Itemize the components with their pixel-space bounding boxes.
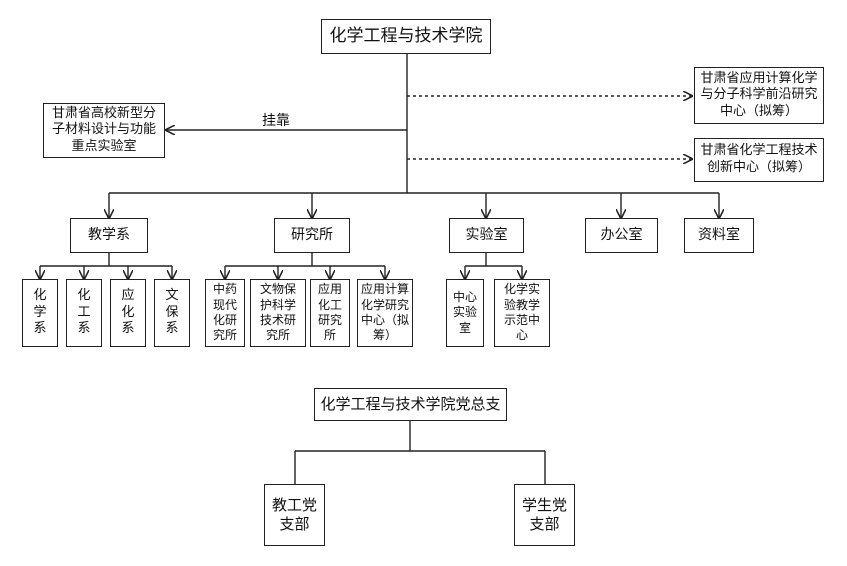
teaching-child-label: 化 工 系: [77, 288, 91, 337]
lab-child-box: 化学实 验教学 示范中 心: [494, 279, 550, 347]
research-dept-box: 研究所: [274, 218, 350, 253]
archive-box: 资料室: [684, 218, 754, 253]
research-child-box: 应用计算 化学研究 中心（拟 筹）: [357, 279, 413, 347]
root-box: 化学工程与技术学院: [321, 19, 491, 54]
teaching-child-box: 化 学 系: [22, 279, 58, 347]
research-dept-label: 研究所: [291, 226, 333, 243]
party-root-label: 化学工程与技术学院党总支: [320, 394, 501, 413]
center-box-1: 甘肃省应用计算化学 与分子科学前沿研究 中心（拟筹）: [694, 67, 824, 124]
lab-dept-label: 实验室: [465, 226, 508, 243]
party-branch-box: 学生党 支部: [514, 484, 575, 546]
attached-label: 挂靠: [262, 113, 290, 129]
teaching-child-box: 化 工 系: [66, 279, 102, 347]
lab-child-label: 化学实 验教学 示范中 心: [503, 282, 540, 343]
lab-dept-box: 实验室: [449, 218, 524, 253]
party-branch-label: 教工党 支部: [271, 495, 317, 533]
research-child-label: 中药 现代 化研 究所: [212, 282, 237, 343]
center-label-2: 甘肃省化学工程技术 创新中心（拟筹）: [700, 143, 818, 175]
lab-child-label: 中心 实验 室: [452, 289, 477, 335]
research-child-box: 中药 现代 化研 究所: [205, 279, 245, 347]
center-box-2: 甘肃省化学工程技术 创新中心（拟筹）: [694, 138, 824, 182]
teaching-child-box: 文 保 系: [154, 279, 190, 347]
research-child-label: 应用计算 化学研究 中心（拟 筹）: [360, 282, 409, 343]
party-root-box: 化学工程与技术学院党总支: [314, 388, 507, 421]
archive-label: 资料室: [698, 226, 740, 243]
party-branch-label: 学生党 支部: [521, 495, 567, 533]
teaching-dept-box: 教学系: [70, 218, 148, 253]
research-child-label: 文物保 护科学 技术研 究所: [259, 282, 296, 343]
teaching-child-box: 应 化 系: [110, 279, 146, 347]
center-label-1: 甘肃省应用计算化学 与分子科学前沿研究 中心（拟筹）: [700, 70, 818, 119]
office-label: 办公室: [600, 226, 643, 243]
lab-child-box: 中心 实验 室: [446, 279, 484, 347]
research-child-label: 应用 化工 研究 所: [317, 282, 342, 343]
teaching-child-label: 文 保 系: [165, 288, 179, 337]
attached-lab-box: 甘肃省高校新型分 子材料设计与功能 重点实验室: [43, 103, 165, 158]
root-label: 化学工程与技术学院: [329, 25, 483, 46]
research-child-box: 文物保 护科学 技术研 究所: [250, 279, 306, 347]
teaching-child-label: 化 学 系: [33, 288, 47, 337]
attached-lab-label: 甘肃省高校新型分 子材料设计与功能 重点实验室: [51, 105, 156, 154]
research-child-box: 应用 化工 研究 所: [310, 279, 350, 347]
teaching-child-label: 应 化 系: [121, 288, 135, 337]
party-branch-box: 教工党 支部: [264, 484, 325, 546]
teaching-dept-label: 教学系: [88, 226, 130, 243]
office-box: 办公室: [585, 218, 658, 253]
